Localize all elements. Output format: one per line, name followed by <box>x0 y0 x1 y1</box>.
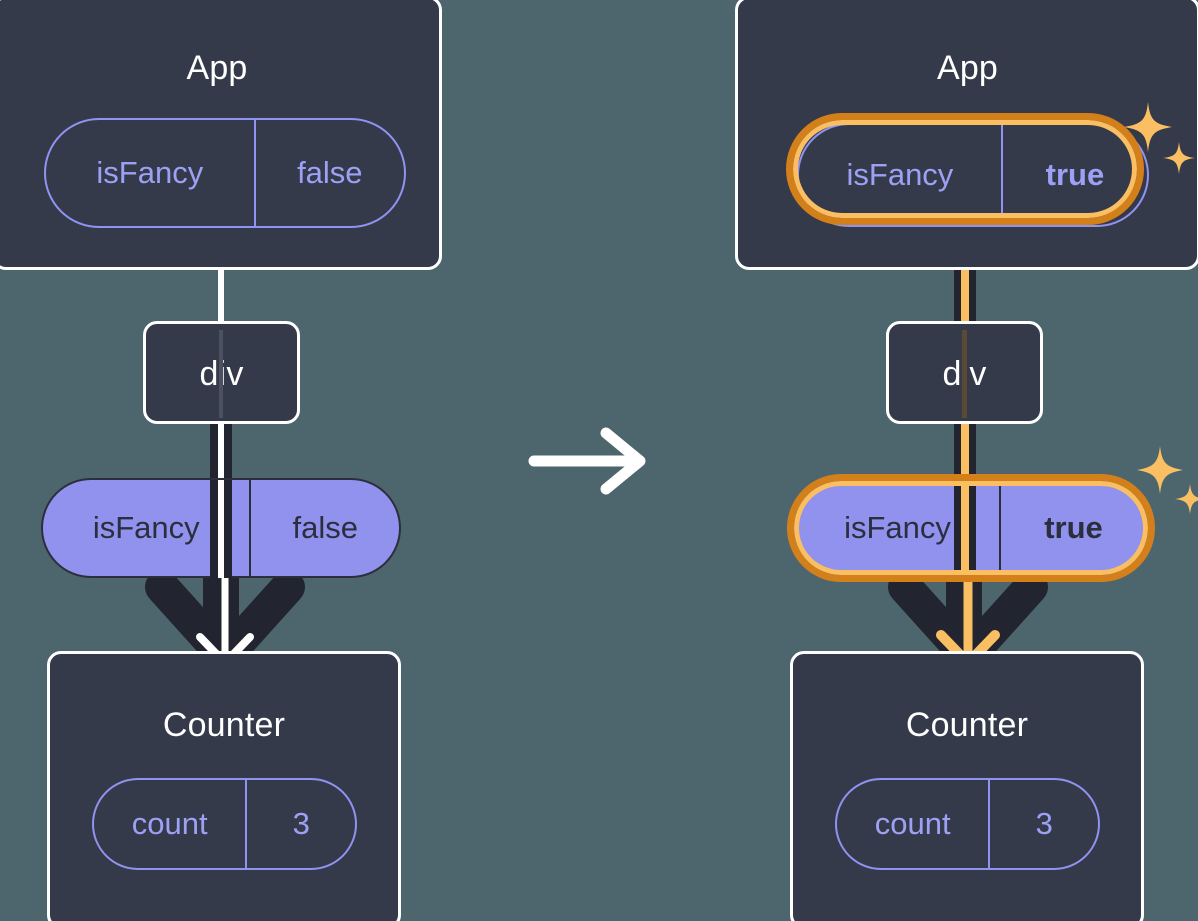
counter-state-value-after: 3 <box>988 780 1098 868</box>
props-key-after: isFancy <box>844 510 951 545</box>
wire-app-to-div-before <box>218 268 224 322</box>
props-value-before: false <box>249 480 399 576</box>
app-state-pill-before[interactable]: isFancy false <box>44 118 406 228</box>
counter-state-key-before: count <box>131 806 208 841</box>
app-state-pill-after[interactable]: isFancy true <box>797 123 1149 227</box>
counter-state-pill-after[interactable]: count 3 <box>835 778 1100 870</box>
sparkles-icon-props-after <box>1132 442 1198 534</box>
wire-through-props-after-inner <box>961 480 969 578</box>
wire-through-div-before <box>219 330 223 418</box>
before-panel: App isFancy false div isFancy false Coun… <box>0 0 520 921</box>
sparkles-icon-app-after <box>1118 98 1198 198</box>
wire-app-to-div-after-inner <box>961 225 969 325</box>
counter-state-value-before: 3 <box>245 780 355 868</box>
wire-through-props-before-inner <box>218 480 224 578</box>
wire-div-to-props-before-inner <box>218 418 224 488</box>
transition-arrow-icon <box>528 425 656 497</box>
app-state-key-before: isFancy <box>96 155 204 190</box>
app-title-after: App <box>936 49 999 87</box>
app-state-value-after: true <box>1000 125 1147 225</box>
app-component-box-after[interactable]: App isFancy true <box>735 0 1198 270</box>
counter-state-pill-before[interactable]: count 3 <box>92 778 357 870</box>
counter-component-box-after[interactable]: Counter count 3 <box>790 651 1144 921</box>
props-value-after: true <box>999 484 1146 572</box>
props-key-before: isFancy <box>92 510 200 545</box>
wire-div-to-props-after-inner <box>961 418 969 488</box>
counter-state-key-after: count <box>874 806 951 841</box>
wire-through-div-after <box>962 330 967 418</box>
app-state-key-after: isFancy <box>846 157 954 192</box>
after-panel: App isFancy true div isFancy true <box>690 0 1198 921</box>
counter-title-before: Counter <box>162 706 286 744</box>
counter-component-box-before[interactable]: Counter count 3 <box>47 651 401 921</box>
app-title-before: App <box>186 49 248 87</box>
counter-title-after: Counter <box>905 706 1029 744</box>
app-state-value-before: false <box>253 120 404 226</box>
app-component-box-before[interactable]: App isFancy false <box>0 0 442 270</box>
